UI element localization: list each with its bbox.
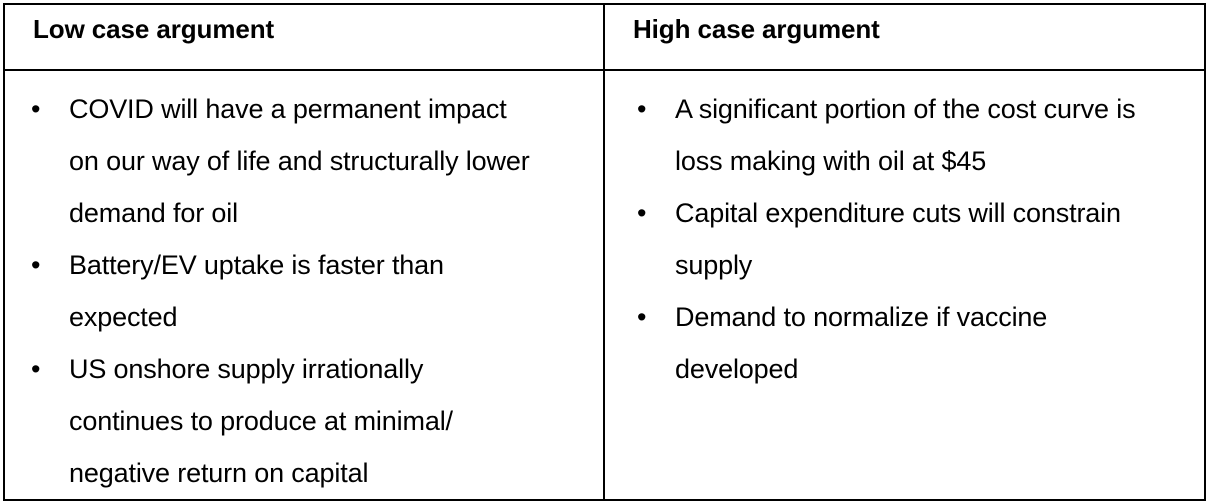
slide-canvas: Low case argument High case argument • — [3, 3, 1206, 501]
table-header-row-group: Low case argument High case argument — [3, 3, 1206, 71]
low-case-bullet-list: • COVID will have a permanent impact on … — [5, 83, 541, 499]
cell-high-case-arguments: • A significant portion of the cost curv… — [603, 69, 1206, 501]
bullet-point-icon: • — [637, 198, 647, 228]
column-header-high-case: High case argument — [603, 3, 1206, 71]
list-item: • Battery/EV uptake is faster than expec… — [5, 239, 541, 343]
list-item-text: COVID will have a permanent impact on ou… — [69, 94, 530, 228]
table-body-row-group: • COVID will have a permanent impact on … — [3, 69, 1206, 501]
bullet-point-icon: • — [637, 302, 647, 332]
column-header-low-case: Low case argument — [3, 3, 605, 71]
list-item: • A significant portion of the cost curv… — [605, 83, 1149, 187]
bullet-point-icon: • — [31, 94, 41, 124]
column-header-high-case-label: High case argument — [633, 14, 880, 44]
list-item-text: US onshore supply irrationally continues… — [69, 354, 453, 488]
column-header-low-case-label: Low case argument — [33, 14, 275, 44]
list-item-text: Battery/EV uptake is faster than expecte… — [69, 250, 444, 332]
cell-low-case-arguments: • COVID will have a permanent impact on … — [3, 69, 605, 501]
list-item: • Demand to normalize if vaccine develop… — [605, 291, 1149, 395]
table-row: • COVID will have a permanent impact on … — [3, 69, 1206, 501]
bullet-point-icon: • — [637, 94, 647, 124]
list-item: • COVID will have a permanent impact on … — [5, 83, 541, 239]
high-case-bullet-list: • A significant portion of the cost curv… — [605, 83, 1149, 395]
list-item-text: A significant portion of the cost curve … — [675, 94, 1136, 176]
list-item: • US onshore supply irrationally continu… — [5, 343, 541, 499]
list-item: • Capital expenditure cuts will constrai… — [605, 187, 1149, 291]
list-item-text: Demand to normalize if vaccine developed — [675, 302, 1048, 384]
table-header-row: Low case argument High case argument — [3, 3, 1206, 71]
bullet-point-icon: • — [31, 354, 41, 384]
bullet-point-icon: • — [31, 250, 41, 280]
arguments-table: Low case argument High case argument • — [3, 3, 1206, 501]
list-item-text: Capital expenditure cuts will constrain … — [675, 198, 1121, 280]
